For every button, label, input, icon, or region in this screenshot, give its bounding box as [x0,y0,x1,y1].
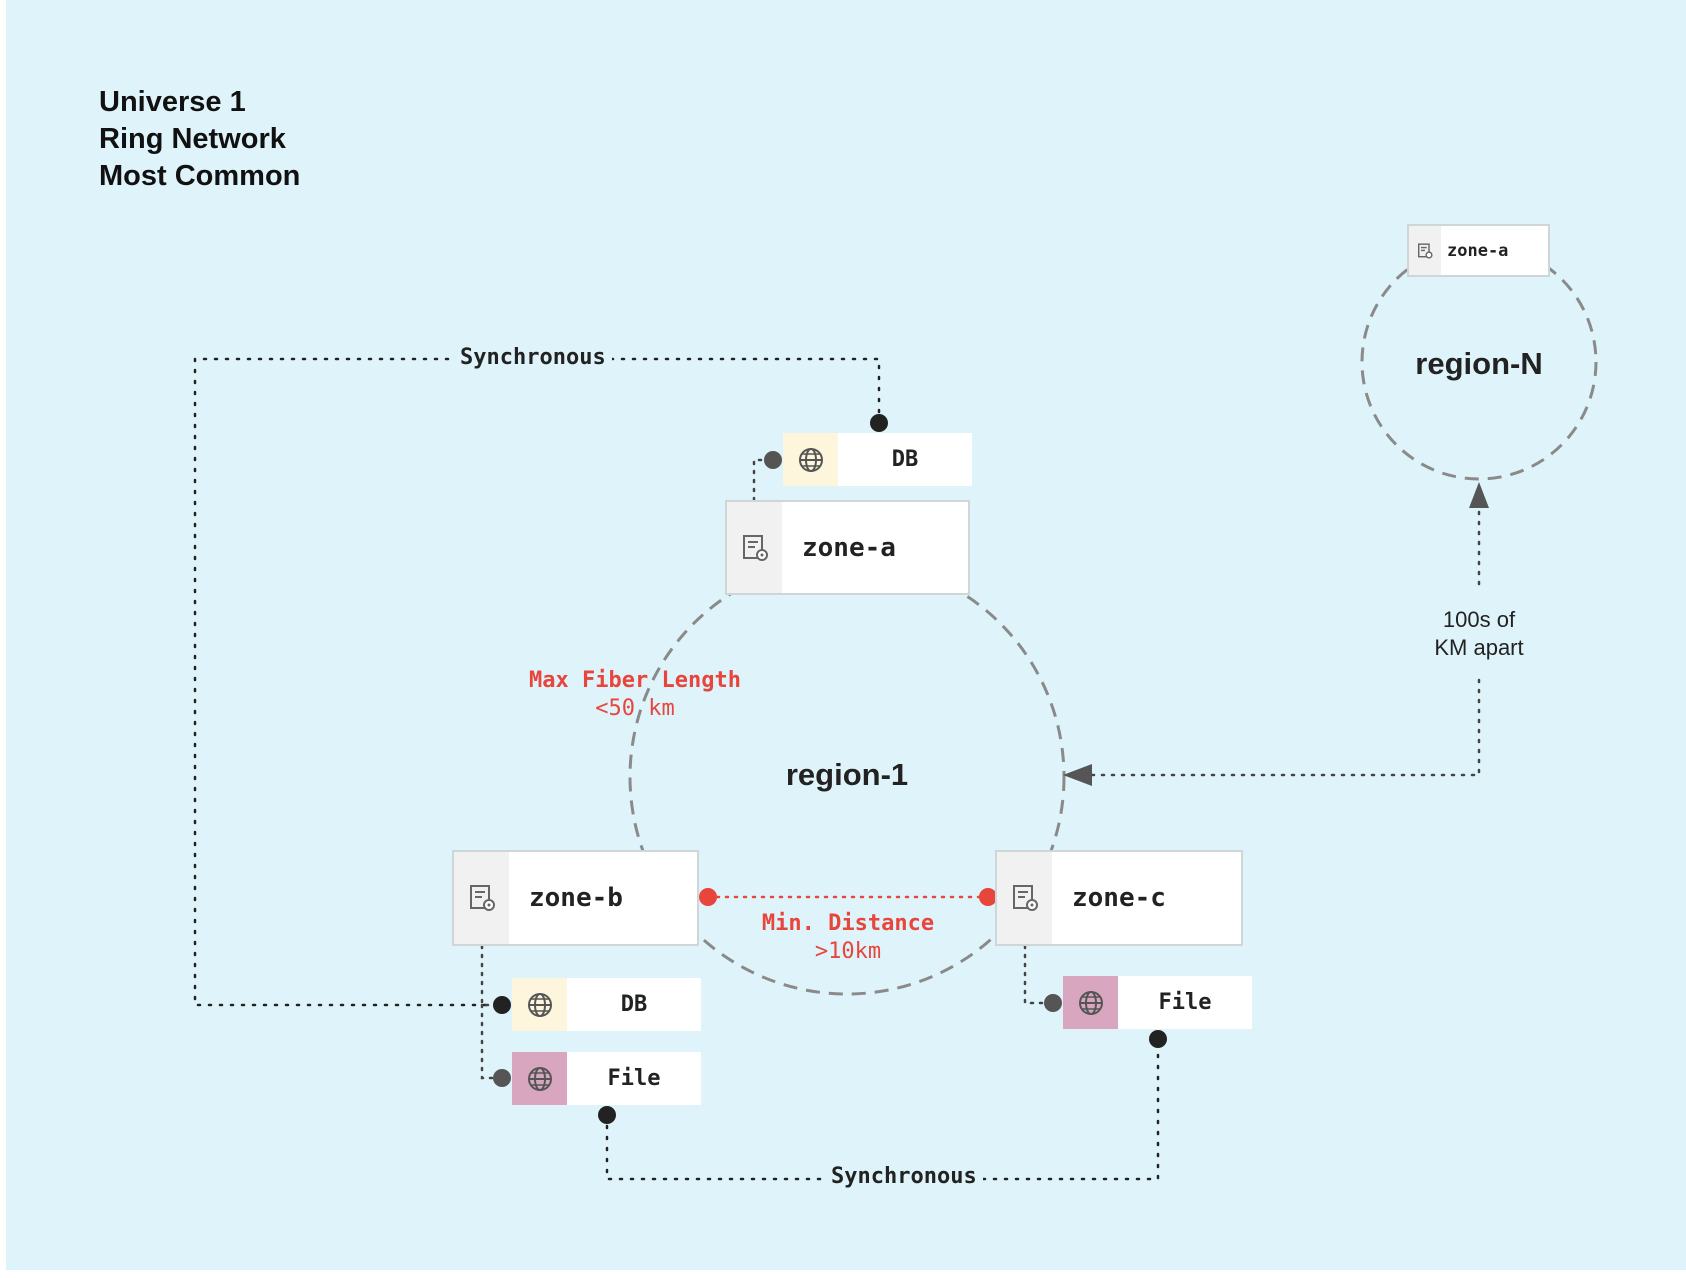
apart-line-1: 100s of [1442,607,1516,632]
file-service-zone-b[interactable]: File [512,1052,701,1105]
region-n-zone-a-node[interactable]: zone-a [1407,224,1550,277]
region-n-label: region-N [1415,346,1543,381]
sync-bottom-dot-right [1149,1030,1167,1048]
region-1-label: region-1 [785,757,909,792]
zone-b-file-link [480,1003,504,1080]
file-c-label: File [1158,990,1212,1015]
zone-c-node[interactable]: zone-c [995,850,1243,946]
zone-c-file-dot [1044,994,1062,1012]
max-fiber-value: <50 km [595,696,675,721]
zone-a-label: zone-a [802,532,896,563]
server-location-icon [1418,242,1433,259]
server-location-icon [1012,885,1038,911]
min-distance-dot-right [979,888,997,906]
db-top-label: DB [891,447,919,472]
min-distance-dot-left [699,888,717,906]
sync-bottom-dot-left [598,1106,616,1124]
title-line-3: Most Common [99,160,301,192]
min-distance-annotation: Min. Distance >10km [718,910,978,966]
zone-b-label: zone-b [529,883,623,913]
region-n-zone-a-icon-box [1409,226,1441,275]
max-fiber-title: Max Fiber Length [529,668,741,693]
sync-bottom-label: Synchronous [825,1164,983,1189]
title-line-1: Universe 1 [99,86,246,118]
server-location-icon [469,885,495,911]
region-distance-connector-lower [1090,678,1481,777]
zone-b-db-link [480,944,502,1007]
db-top-icon-box [783,433,838,486]
zone-b-file-dot [493,1069,511,1087]
zone-b-node[interactable]: zone-b [452,850,699,946]
globe-icon [527,1066,552,1091]
zone-a-db-dot [764,451,782,469]
db-service-bottom[interactable]: DB [512,978,701,1031]
zone-a-icon-box [727,502,782,593]
server-location-icon [742,534,768,561]
db-bottom-label: DB [620,992,648,1017]
globe-icon [798,447,823,472]
zone-b-db-dot [493,996,511,1014]
file-c-icon-box [1063,976,1118,1029]
db-service-top[interactable]: DB [783,433,972,486]
region-distance-label: 100s of KM apart [1404,606,1554,662]
zone-a-node[interactable]: zone-a [725,500,970,595]
file-b-label: File [607,1066,661,1091]
arrow-left-icon [1063,764,1092,786]
sync-bottom-connector [605,1037,1160,1181]
min-distance-value: >10km [814,939,882,964]
zone-c-icon-box [997,852,1052,944]
apart-line-2: KM apart [1434,635,1524,660]
arrow-up-icon [1469,482,1489,508]
sync-top-dot [870,414,888,432]
sync-top-connector [193,357,881,1007]
zone-c-label: zone-c [1072,883,1166,913]
zone-b-icon-box [454,852,509,944]
max-fiber-annotation: Max Fiber Length <50 km [505,667,765,723]
globe-icon [527,992,552,1017]
db-bottom-icon-box [512,978,567,1031]
file-service-zone-c[interactable]: File [1063,976,1252,1029]
sync-top-label: Synchronous [454,345,612,370]
file-b-icon-box [512,1052,567,1105]
diagram-title: Universe 1 Ring Network Most Common [99,84,300,195]
region-n-zone-a-label: zone-a [1447,240,1509,261]
title-line-2: Ring Network [99,123,286,155]
globe-icon [1078,990,1103,1015]
region-n-boundary [1360,243,1598,481]
min-distance-title: Min. Distance [761,911,935,936]
zone-c-file-link [1023,944,1055,1005]
